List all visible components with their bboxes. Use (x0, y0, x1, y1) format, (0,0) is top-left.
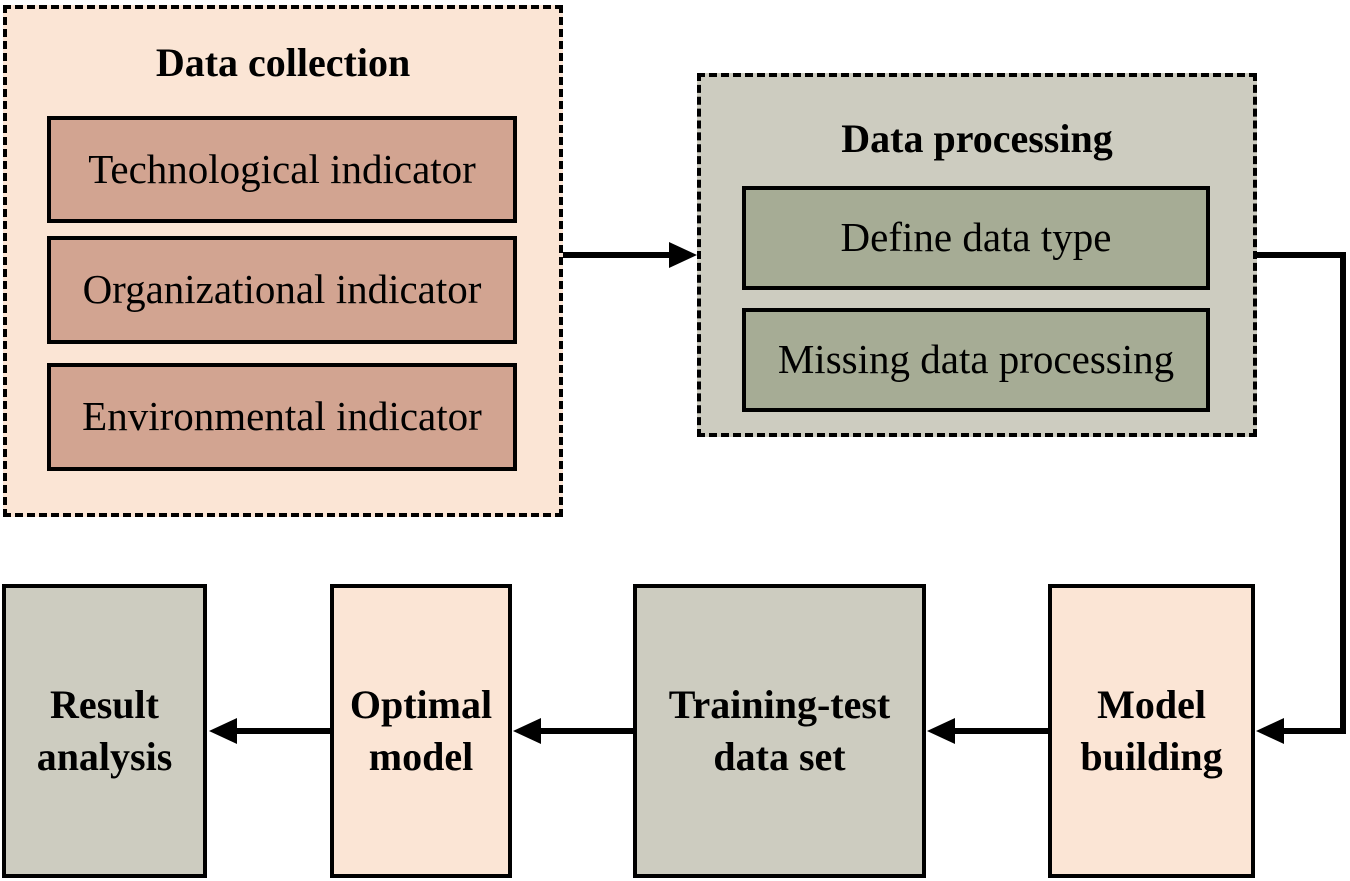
missing-data-processing-label: Missing data processing (777, 336, 1175, 383)
node-define-data-type: Define data type (742, 186, 1210, 290)
node-missing-data-processing: Missing data processing (742, 308, 1210, 412)
organizational-indicator-label: Organizational indicator (82, 266, 482, 313)
data-collection-title: Data collection (155, 40, 411, 85)
environmental-indicator-label: Environmental indicator (82, 393, 482, 440)
data-processing-title: Data processing (841, 116, 1113, 161)
node-training-test-data-set: Training-test data set (633, 584, 926, 878)
technological-indicator-label: Technological indicator (88, 145, 476, 192)
define-data-type-label: Define data type (840, 214, 1112, 261)
arrow-optimal-model-to-result-analysis (209, 718, 330, 744)
optimal-model-label: Optimal model (349, 682, 493, 779)
arrow-data-collection-to-data-processing (563, 242, 697, 268)
arrow-model-building-to-training-test (927, 718, 1048, 744)
node-organizational-indicator: Organizational indicator (47, 236, 517, 344)
result-analysis-label: Result analysis (36, 682, 173, 779)
node-result-analysis: Result analysis (2, 584, 207, 878)
connector-data-processing-to-model-building (1256, 252, 1346, 744)
node-optimal-model: Optimal model (330, 584, 512, 878)
arrow-training-test-to-optimal-model (513, 718, 633, 744)
node-technological-indicator: Technological indicator (47, 116, 517, 223)
node-model-building: Model building (1048, 584, 1255, 878)
training-test-data-set-label: Training-test data set (668, 682, 891, 779)
group-data-processing: Data processing Define data type Missing… (697, 73, 1257, 437)
model-building-label: Model building (1080, 682, 1223, 779)
group-data-collection: Data collection Technological indicator … (3, 5, 563, 517)
node-environmental-indicator: Environmental indicator (47, 363, 517, 471)
